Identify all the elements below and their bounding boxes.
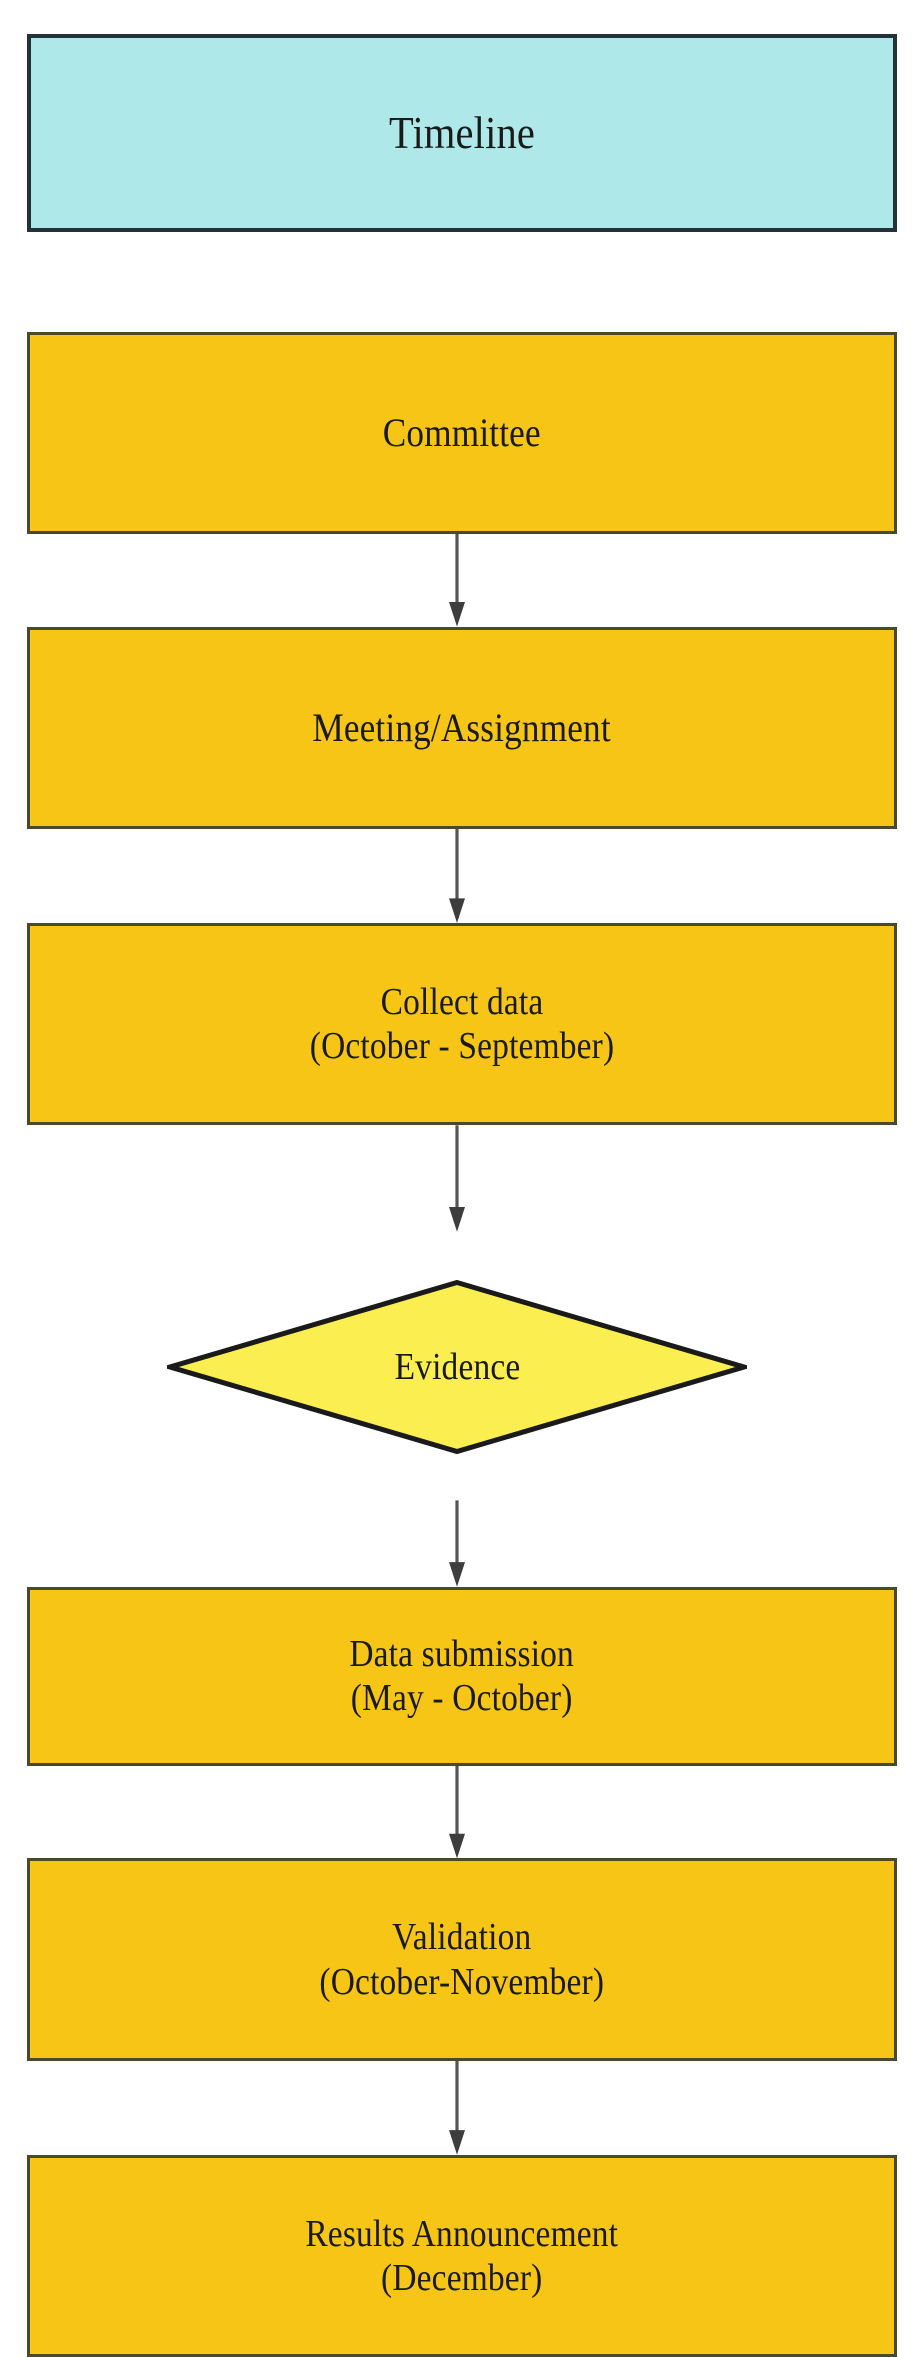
node-data-submission-line2: (May - October)	[351, 1677, 573, 1720]
node-results-announcement-line2: (December)	[381, 2256, 543, 2299]
edge-evidence-to-data-submission	[449, 1500, 465, 1587]
node-data-submission-label: Data submission (May - October)	[343, 1632, 582, 1720]
node-results-announcement-line1: Results Announcement	[305, 2212, 619, 2255]
node-validation-line2: (October-November)	[319, 1960, 605, 2003]
node-validation-line1: Validation	[392, 1916, 532, 1959]
edge-data-submission-to-validation	[449, 1764, 465, 1859]
node-results-announcement[interactable]: Results Announcement (December)	[27, 2154, 897, 2357]
node-timeline-label: Timeline	[388, 107, 536, 159]
node-meeting-assignment[interactable]: Meeting/Assignment	[27, 626, 897, 829]
node-committee[interactable]: Committee	[27, 331, 897, 535]
node-data-submission[interactable]: Data submission (May - October)	[27, 1586, 897, 1766]
edge-validation-to-results	[449, 2060, 465, 2155]
edge-committee-to-meeting	[449, 532, 465, 627]
node-collect-data[interactable]: Collect data (October - September)	[27, 923, 897, 1126]
node-committee-label: Committee	[382, 409, 542, 455]
node-data-submission-line1: Data submission	[349, 1633, 575, 1676]
node-evidence[interactable]: Evidence	[167, 1232, 747, 1502]
node-collect-data-line2: (October - September)	[309, 1025, 615, 1068]
edge-collect-data-to-evidence	[449, 1125, 465, 1232]
node-collect-data-line1: Collect data	[380, 981, 544, 1024]
diamond-shape	[167, 1279, 747, 1454]
node-timeline[interactable]: Timeline	[27, 33, 897, 232]
edge-meeting-to-collect-data	[449, 828, 465, 924]
node-validation-label: Validation (October-November)	[313, 1915, 612, 2003]
node-results-announcement-label: Results Announcement (December)	[299, 2212, 626, 2300]
node-validation[interactable]: Validation (October-November)	[27, 1858, 897, 2061]
node-collect-data-label: Collect data (October - September)	[303, 980, 622, 1068]
node-evidence-label: Evidence	[394, 1345, 520, 1388]
node-meeting-assignment-label: Meeting/Assignment	[312, 704, 612, 750]
